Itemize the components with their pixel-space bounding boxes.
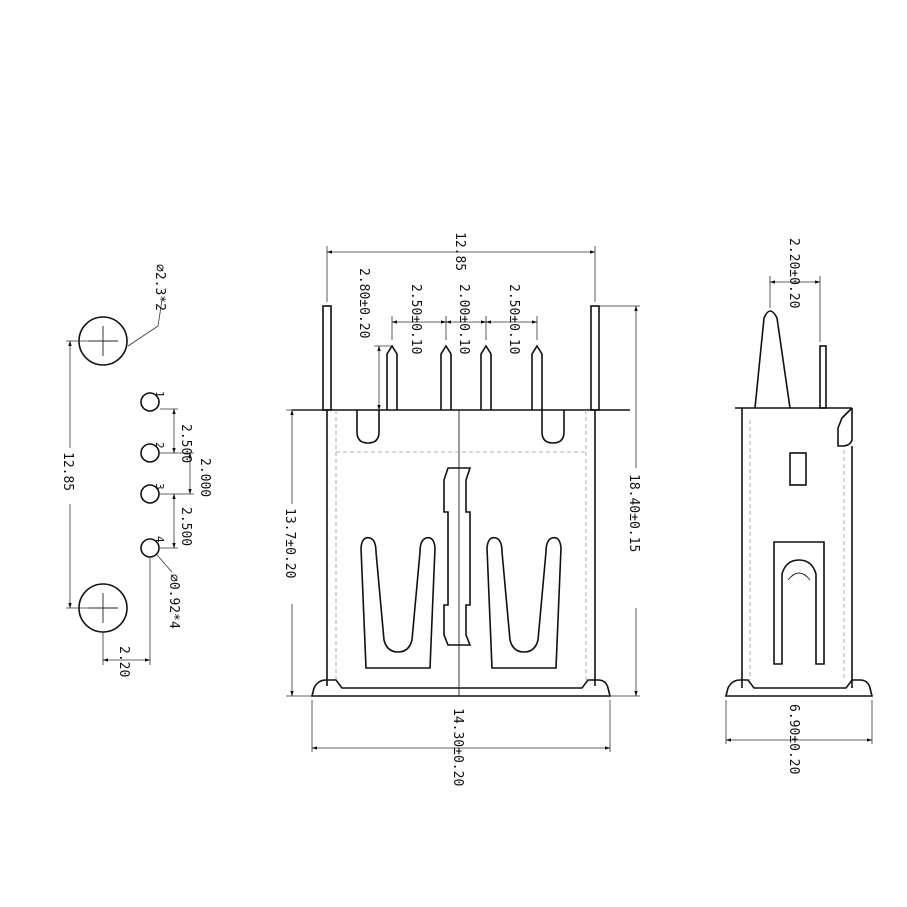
- side-depth: 6.90±0.20: [786, 704, 801, 774]
- pin-pitch-2: 2.00±0.10: [456, 284, 471, 354]
- pin-pitch-1: 2.50±0.10: [408, 284, 423, 354]
- footprint-view: 1 2 3 4 2.500 2.000 2.500 12.85 ∅2.3*2 ∅…: [60, 264, 212, 677]
- pin-label-1: 1: [153, 391, 166, 398]
- front-height-right: 18.40±0.15: [626, 474, 641, 552]
- side-view: 2.20±0.20 6.90±0.20: [724, 238, 874, 774]
- pitch-2500-b: 2.500: [178, 507, 193, 546]
- pin-pitch-3: 2.50±0.10: [506, 284, 521, 354]
- left-post: [322, 305, 332, 411]
- pin-label-2: 2: [153, 442, 166, 449]
- side-tab-width: 2.20±0.20: [786, 238, 801, 308]
- right-post: [590, 305, 600, 411]
- pin-4: [531, 344, 543, 410]
- pitch-2000: 2.000: [197, 458, 212, 497]
- side-latch: [773, 541, 825, 665]
- pin-1: [386, 344, 398, 410]
- side-pin: [819, 345, 827, 409]
- center-tongue: [443, 467, 472, 646]
- bottom-flange: [310, 679, 612, 697]
- pin-hole-1: [140, 392, 160, 412]
- big-hole-dia-label: ∅2.3*2: [152, 264, 167, 311]
- front-top-width: 12.85: [452, 232, 467, 271]
- pin-hole-3: [140, 484, 160, 504]
- pin-label-3: 3: [153, 483, 166, 490]
- pin-height: 2.80±0.20: [356, 268, 371, 338]
- front-bottom-width: 14.30±0.20: [450, 708, 465, 786]
- small-hole-dia-label: ∅0.92*4: [166, 574, 181, 629]
- pin-label-4: 4: [153, 536, 166, 543]
- left-spring: [360, 536, 436, 669]
- side-tab: [754, 310, 791, 409]
- right-spring: [486, 536, 562, 669]
- front-height-left: 13.7±0.20: [282, 508, 297, 578]
- pitch-2500-a: 2.500: [178, 424, 193, 463]
- side-bottom-flange: [724, 679, 874, 697]
- pin-2: [440, 344, 452, 410]
- front-view: 12.85 2.50±0.10 2.00±0.10 2.50±0.10 2.80…: [282, 232, 641, 786]
- pin-3: [480, 344, 492, 410]
- hole-spacing-dim: 12.85: [60, 452, 75, 491]
- pin-hole-4: [140, 538, 160, 558]
- offset-dim: 2.20: [116, 646, 131, 677]
- pin-hole-2: [140, 443, 160, 463]
